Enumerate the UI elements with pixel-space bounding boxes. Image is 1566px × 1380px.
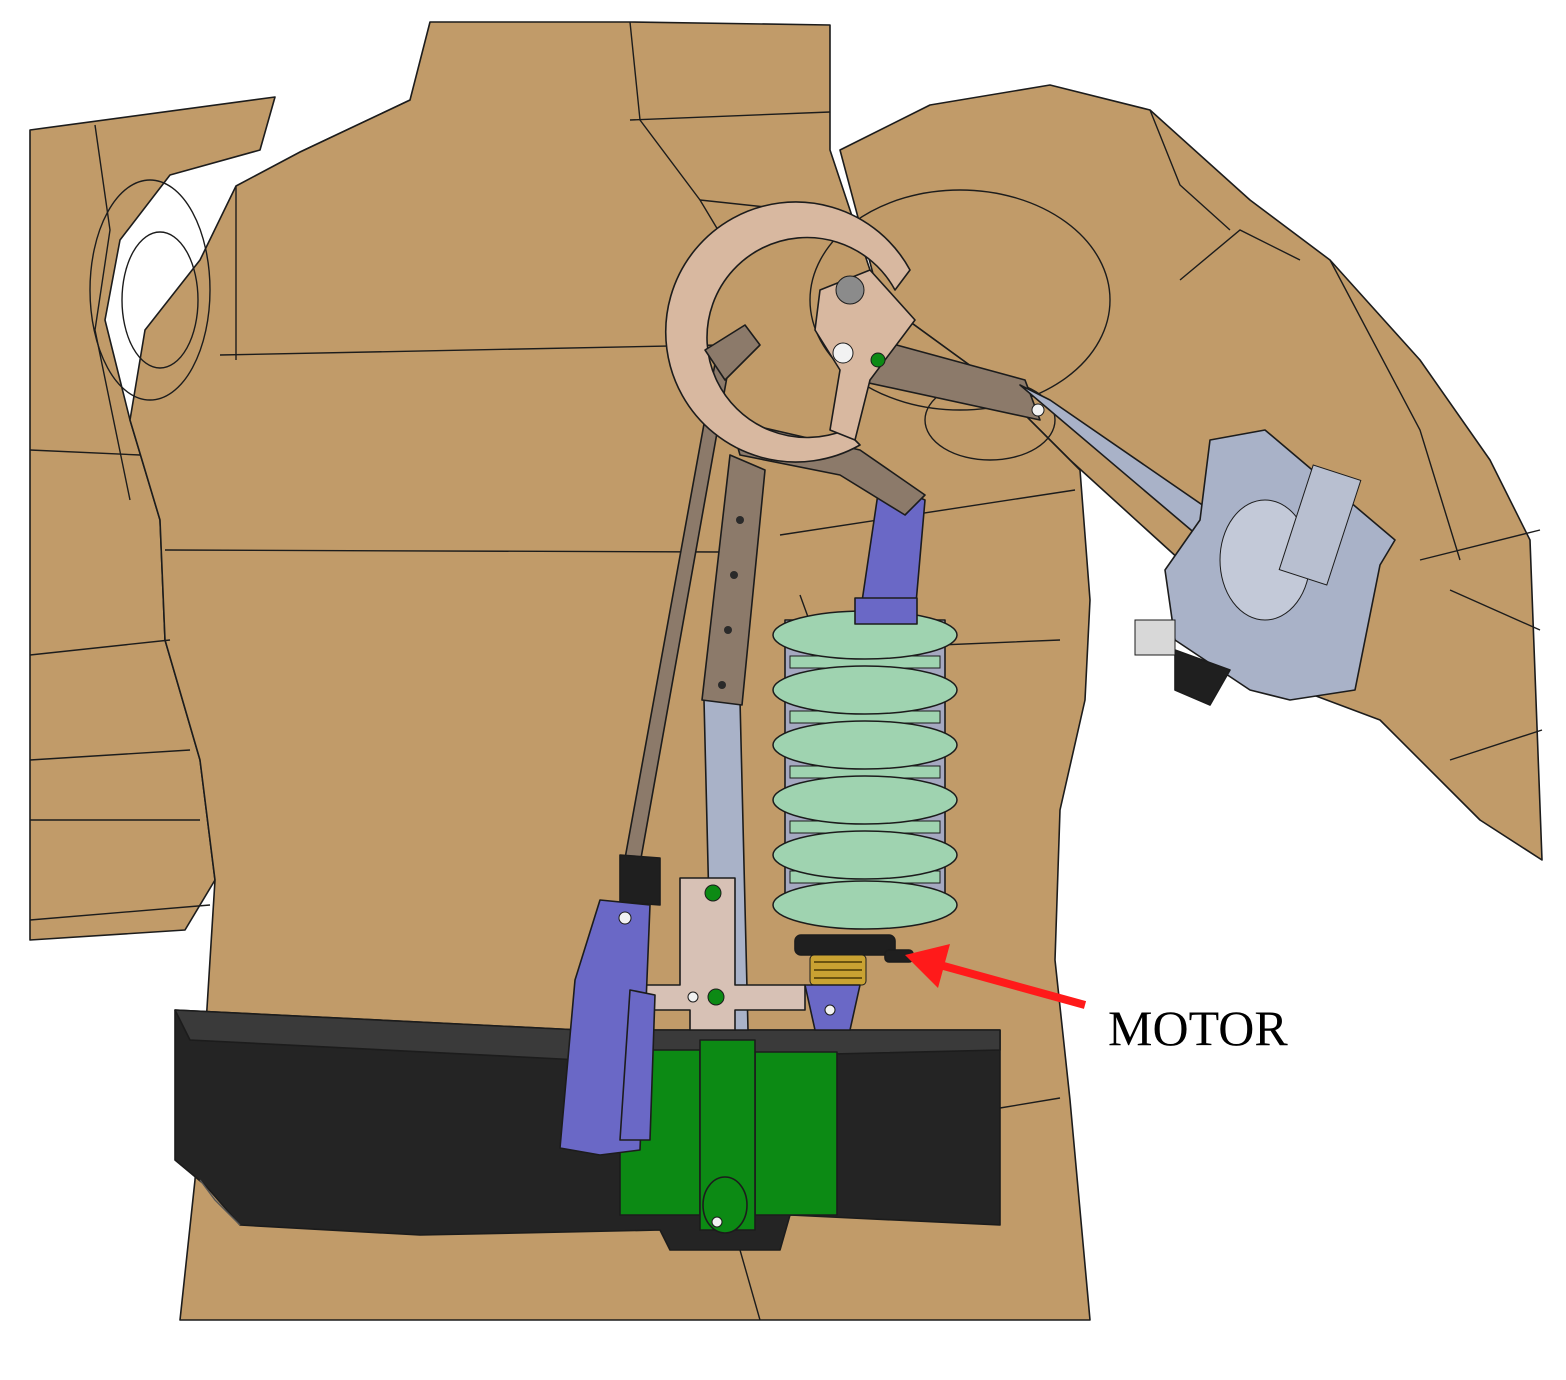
mount-pin — [702, 1176, 748, 1234]
lower-actuator-link — [559, 854, 661, 1156]
pointer-arrow-icon — [905, 944, 950, 988]
vertical-link — [701, 454, 766, 706]
cam-disk — [664, 201, 911, 463]
motor-annotation: MOTOR — [905, 944, 1288, 1056]
support-frame — [621, 357, 806, 1031]
motor-base — [794, 934, 896, 956]
spring-disc — [772, 720, 958, 770]
spring-disc — [772, 775, 958, 825]
motor-label: MOTOR — [1108, 1000, 1288, 1056]
shoulder-mechanism — [664, 201, 1276, 581]
spring-disc — [772, 665, 958, 715]
cam-top-plate — [704, 324, 761, 381]
pointer-arrow-shaft — [938, 961, 1087, 1009]
mount-right-plate — [754, 1051, 838, 1216]
spring-disc — [772, 830, 958, 880]
spring-disc — [772, 880, 958, 930]
arm-cuff — [1134, 429, 1396, 706]
cam-bracket — [814, 269, 916, 441]
motor — [794, 934, 914, 1031]
